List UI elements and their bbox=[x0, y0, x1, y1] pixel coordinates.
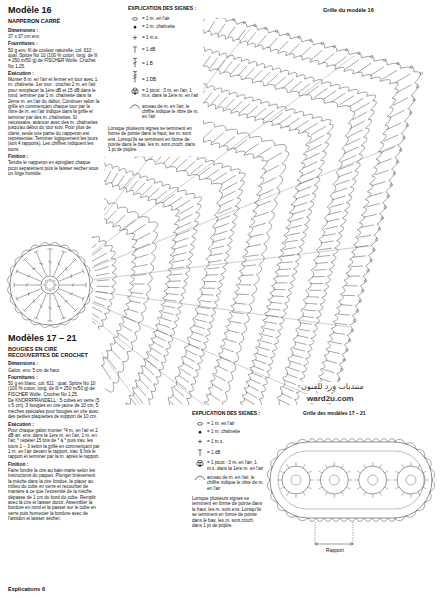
body-text: Monter 8 m. en l'air et fermer en tour a… bbox=[8, 77, 100, 152]
watermark: منتديات ورد للفنون bbox=[300, 382, 365, 391]
section-heading: Dimensions : bbox=[8, 28, 100, 34]
picot-symbol bbox=[201, 462, 203, 466]
legend-text: = 1 m. en l'air bbox=[207, 421, 264, 426]
doily-stitch-marks bbox=[0, 0, 412, 598]
legend-heading: EXPLICATION DES SIGNES : bbox=[128, 6, 200, 12]
page-footer: Explications 6 bbox=[8, 586, 45, 592]
band-stitches bbox=[278, 462, 429, 498]
watermark: ward2u.com bbox=[306, 394, 355, 403]
model-title: Modèle 16 bbox=[8, 5, 100, 16]
model-subtitle: BOUGIES EN CIRE RECOUVERTES DE CROCHET bbox=[8, 346, 100, 359]
legend-text: = 1 m. chaînette bbox=[142, 24, 200, 29]
chain-symbol bbox=[132, 18, 137, 21]
picot-symbol bbox=[136, 90, 138, 94]
section-heading: Finition : bbox=[8, 462, 100, 468]
chain-arch-symbol bbox=[130, 105, 140, 109]
doily-chain-rounds bbox=[0, 0, 420, 598]
legend-text: arceau de m. en l'air, le chiffre indiqu… bbox=[207, 475, 264, 491]
doily-chart bbox=[0, 0, 423, 598]
callout-label: Rapport bbox=[316, 548, 354, 554]
band-loop bbox=[397, 466, 425, 494]
chart-title: Grille des modèles 17 – 21 bbox=[302, 411, 367, 417]
legend-text: = 1 B bbox=[142, 61, 200, 66]
body-text: Galon, env. 5 cm de haut bbox=[8, 368, 100, 373]
legend-text: = 1 m.s. bbox=[207, 439, 264, 444]
section-heading: Fournitures : bbox=[8, 375, 100, 381]
picot-symbol bbox=[134, 93, 136, 95]
legend-text: = 1 DB bbox=[142, 77, 200, 82]
model-title: Modèles 17 – 21 bbox=[8, 333, 100, 344]
half-double-symbol bbox=[198, 450, 202, 456]
centre-ring bbox=[10, 245, 90, 325]
model-subtitle: NAPPERON CARRÉ bbox=[8, 18, 100, 24]
note-text: Lorsque plusieurs signes se terminent en… bbox=[192, 496, 264, 528]
note-text: Lorsque plusieurs signes se terminent en… bbox=[108, 126, 198, 153]
body-text: Tendre le napperon en épinglant chaque p… bbox=[8, 160, 100, 176]
picot-symbol bbox=[199, 465, 201, 467]
band-loop bbox=[282, 466, 310, 494]
body-text: De KNORRPRANDELL : 5 cubes en verre (5 x… bbox=[8, 398, 100, 419]
section-heading: Exécution : bbox=[8, 422, 100, 428]
half-double-symbol bbox=[133, 47, 137, 53]
legend-text: = 1 dB bbox=[142, 47, 200, 52]
body-text: Pour chaque galon monter *4 m. en l'air … bbox=[8, 428, 100, 460]
centre-ring bbox=[41, 276, 59, 294]
doily-radial-lines bbox=[0, 0, 398, 589]
legend-text: arceau de m. en l'air, le chiffre indiqu… bbox=[142, 104, 200, 120]
slip-stitch-symbol bbox=[134, 26, 136, 28]
section-heading: Exécution : bbox=[8, 71, 100, 77]
legend-text: = 1 m. en l'air bbox=[142, 16, 200, 21]
single-crochet-symbol bbox=[133, 36, 137, 40]
section-heading: Finition : bbox=[8, 154, 100, 160]
legend-heading: EXPLICATION DES SIGNES : bbox=[192, 411, 264, 417]
doily-centre-motif bbox=[8, 243, 93, 328]
treble-crochet-symbol bbox=[133, 72, 137, 83]
centre-chain-ring bbox=[44, 279, 56, 291]
band-outline bbox=[270, 442, 432, 518]
doily-picots bbox=[0, 0, 423, 598]
band-loop bbox=[359, 466, 387, 494]
band-chart bbox=[267, 439, 435, 546]
repeat-bracket bbox=[315, 522, 353, 545]
centre-scallops bbox=[8, 243, 93, 328]
single-crochet-symbol bbox=[198, 440, 202, 444]
chain-symbol bbox=[197, 423, 202, 426]
legend-text: = 1 m.s. bbox=[142, 35, 200, 40]
legend-text: = 1 m. chaînette bbox=[207, 429, 264, 434]
chain-arch-symbol bbox=[195, 476, 205, 480]
band-scallops bbox=[267, 439, 435, 522]
body-text: 50 g en blanc, col. 611 : qual. Spitze N… bbox=[8, 381, 100, 397]
legend-text: = 1 dB bbox=[207, 450, 264, 455]
repeat-bracket bbox=[315, 543, 353, 546]
body-text: Faire fondre la cire au bain-marie selon… bbox=[8, 468, 100, 522]
chart-title: Grille du modèle 16 bbox=[322, 7, 375, 13]
band-loop bbox=[320, 466, 348, 494]
section-heading: Dimensions : bbox=[8, 361, 100, 367]
legend-text: = 1 picot : 3 m. en l'air, 1 m.s. dans l… bbox=[142, 88, 200, 99]
body-text: 37 x 37 cm env. bbox=[8, 34, 100, 39]
slip-stitch-symbol bbox=[199, 431, 201, 433]
centre-stitches bbox=[14, 249, 86, 321]
legend-text: = 1 picot : 3 m. en l'air, 1 m.s. dans l… bbox=[207, 460, 264, 471]
double-crochet-symbol bbox=[133, 58, 137, 67]
section-heading: Fournitures : bbox=[8, 41, 100, 47]
body-text: 50 g env. fil de couleur naturelle, col.… bbox=[8, 48, 100, 69]
